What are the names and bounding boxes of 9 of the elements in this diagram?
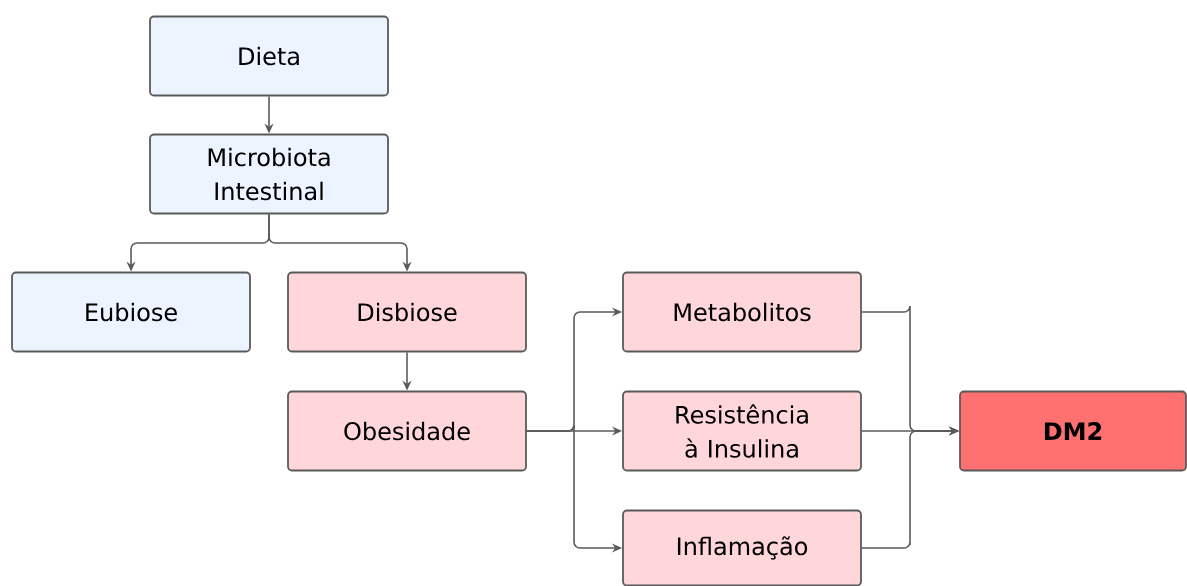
process-box: Eubiose: [11, 271, 251, 353]
process-box: Dieta: [149, 15, 389, 97]
process-box: Inflamação: [622, 509, 862, 586]
process-box: Metabolitos: [622, 271, 862, 353]
process-box: Disbiose: [287, 271, 527, 353]
process-box: Resistência à Insulina: [622, 390, 862, 472]
outcome-box: DM2: [959, 390, 1187, 472]
process-box: Obesidade: [287, 390, 527, 472]
process-box: Microbiota Intestinal: [149, 133, 389, 215]
